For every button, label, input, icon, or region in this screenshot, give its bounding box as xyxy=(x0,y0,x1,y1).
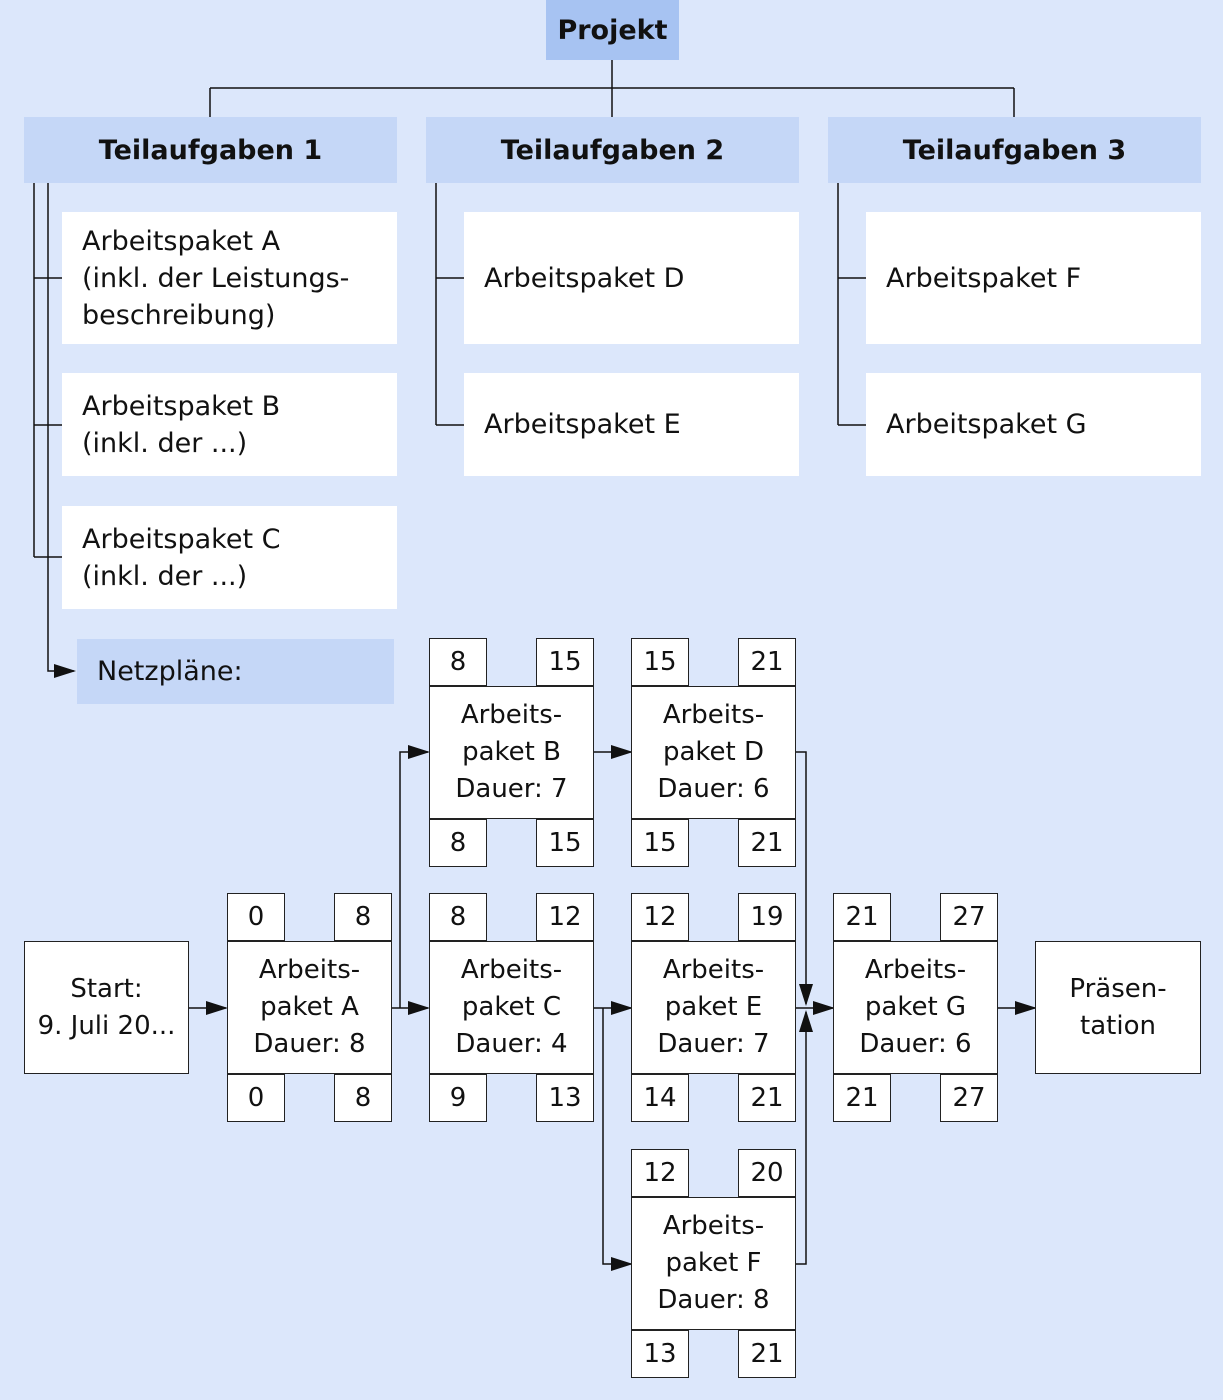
node-f-latest-finish: 21 xyxy=(738,1330,796,1378)
network-node-d: Arbeits- paket D Dauer: 6 xyxy=(631,686,796,819)
project-title: Projekt xyxy=(546,0,679,60)
work-package-d-label: Arbeitspaket D xyxy=(484,262,685,294)
work-package-a-label: Arbeitspaket A (inkl. der Leistungs- bes… xyxy=(82,225,350,331)
node-c-latest-start: 9 xyxy=(429,1074,487,1122)
network-node-e-label: Arbeits- paket E Dauer: 7 xyxy=(657,955,770,1059)
work-package-c-label: Arbeitspaket C (inkl. der ...) xyxy=(82,523,281,592)
network-plans-label: Netzpläne: xyxy=(77,639,394,704)
subtask-2-title: Teilaufgaben 2 xyxy=(426,117,799,183)
work-package-f-label: Arbeitspaket F xyxy=(886,262,1082,294)
node-d-latest-start: 15 xyxy=(631,819,689,867)
work-package-e: Arbeitspaket E xyxy=(464,373,799,476)
node-c-latest-finish: 13 xyxy=(536,1074,594,1122)
network-node-f: Arbeits- paket F Dauer: 8 xyxy=(631,1197,796,1330)
work-package-b: Arbeitspaket B (inkl. der ...) xyxy=(62,373,397,476)
node-c-earliest-start: 8 xyxy=(429,893,487,941)
node-d-latest-finish: 21 xyxy=(738,819,796,867)
network-node-a-label: Arbeits- paket A Dauer: 8 xyxy=(253,955,366,1059)
work-package-f: Arbeitspaket F xyxy=(866,212,1201,344)
subtask-3-title: Teilaufgaben 3 xyxy=(828,117,1201,183)
node-a-latest-start: 0 xyxy=(227,1074,285,1122)
node-d-earliest-finish: 21 xyxy=(738,638,796,686)
node-f-earliest-start: 12 xyxy=(631,1149,689,1197)
node-b-earliest-finish: 15 xyxy=(536,638,594,686)
network-node-c: Arbeits- paket C Dauer: 4 xyxy=(429,941,594,1074)
work-package-a: Arbeitspaket A (inkl. der Leistungs- bes… xyxy=(62,212,397,344)
network-node-c-label: Arbeits- paket C Dauer: 4 xyxy=(455,955,568,1059)
node-b-earliest-start: 8 xyxy=(429,638,487,686)
node-f-latest-start: 13 xyxy=(631,1330,689,1378)
node-g-earliest-finish: 27 xyxy=(940,893,998,941)
start-label: Start: 9. Juli 20... xyxy=(37,973,176,1041)
work-package-g-label: Arbeitspaket G xyxy=(886,409,1087,440)
network-node-e: Arbeits- paket E Dauer: 7 xyxy=(631,941,796,1074)
network-start-node: Start: 9. Juli 20... xyxy=(24,941,189,1074)
node-b-latest-start: 8 xyxy=(429,819,487,867)
work-package-d: Arbeitspaket D xyxy=(464,212,799,344)
network-node-b-label: Arbeits- paket B Dauer: 7 xyxy=(455,700,568,804)
node-d-earliest-start: 15 xyxy=(631,638,689,686)
work-package-e-label: Arbeitspaket E xyxy=(484,409,681,440)
network-node-a: Arbeits- paket A Dauer: 8 xyxy=(227,941,392,1074)
end-label: Präsen- tation xyxy=(1069,973,1167,1041)
node-a-earliest-start: 0 xyxy=(227,893,285,941)
work-package-c: Arbeitspaket C (inkl. der ...) xyxy=(62,506,397,609)
node-b-latest-finish: 15 xyxy=(536,819,594,867)
node-f-earliest-finish: 20 xyxy=(738,1149,796,1197)
network-node-f-label: Arbeits- paket F Dauer: 8 xyxy=(657,1211,770,1315)
node-e-latest-finish: 21 xyxy=(738,1074,796,1122)
node-e-earliest-finish: 19 xyxy=(738,893,796,941)
subtask-1-title: Teilaufgaben 1 xyxy=(24,117,397,183)
node-g-latest-start: 21 xyxy=(833,1074,891,1122)
node-e-earliest-start: 12 xyxy=(631,893,689,941)
network-end-node: Präsen- tation xyxy=(1035,941,1201,1074)
network-node-d-label: Arbeits- paket D Dauer: 6 xyxy=(657,700,770,804)
work-package-b-label: Arbeitspaket B (inkl. der ...) xyxy=(82,390,281,459)
network-node-g: Arbeits- paket G Dauer: 6 xyxy=(833,941,998,1074)
node-e-latest-start: 14 xyxy=(631,1074,689,1122)
work-package-g: Arbeitspaket G xyxy=(866,373,1201,476)
node-g-earliest-start: 21 xyxy=(833,893,891,941)
network-node-b: Arbeits- paket B Dauer: 7 xyxy=(429,686,594,819)
node-a-earliest-finish: 8 xyxy=(334,893,392,941)
node-c-earliest-finish: 12 xyxy=(536,893,594,941)
node-g-latest-finish: 27 xyxy=(940,1074,998,1122)
network-node-g-label: Arbeits- paket G Dauer: 6 xyxy=(859,955,972,1059)
node-a-latest-finish: 8 xyxy=(334,1074,392,1122)
